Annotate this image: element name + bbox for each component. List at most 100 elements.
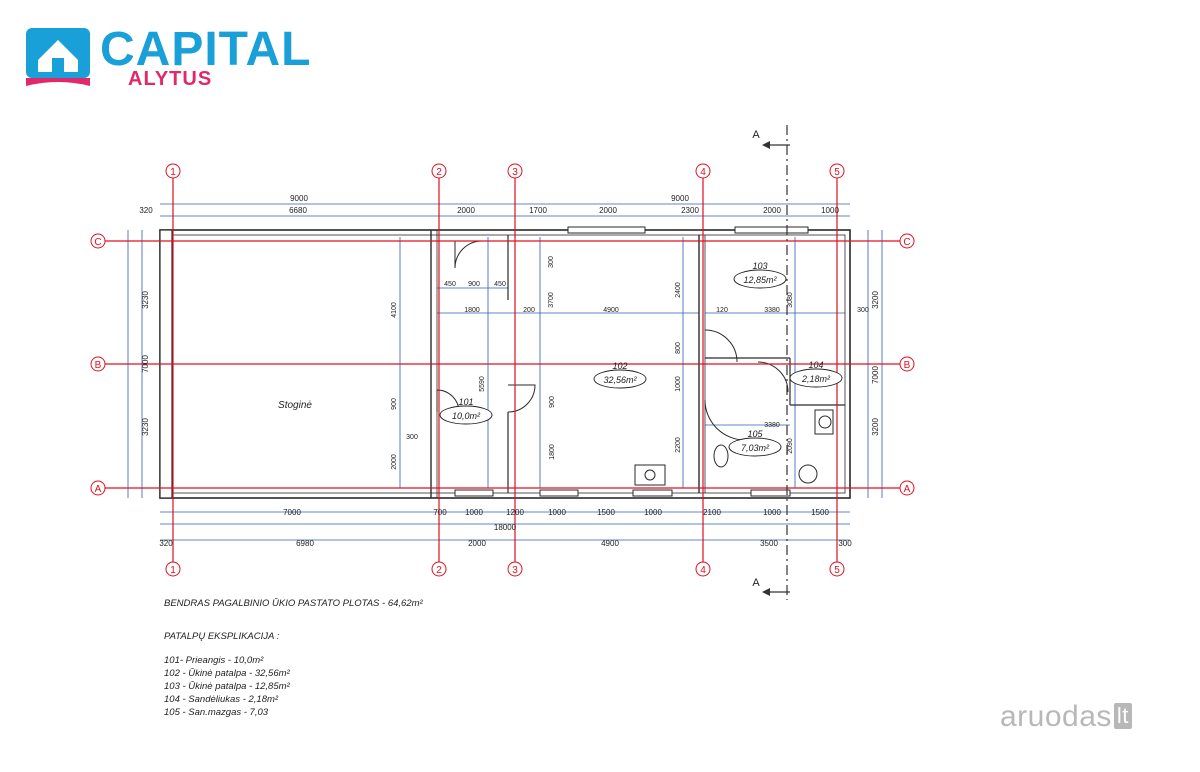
dim-text: 1700	[529, 206, 547, 215]
dim-text-inner: 3380	[764, 307, 780, 314]
dim-text: 7000	[871, 366, 880, 384]
dim-text-inner: 2400	[675, 282, 682, 298]
dim-text: 320	[159, 539, 173, 548]
brand-logo[interactable]: CAPITAL ALYTUS	[24, 22, 314, 94]
axis-marker	[507, 561, 523, 577]
dim-text-inner: 5590	[479, 376, 486, 392]
schedule-item: 103 - Ūkinė patalpa - 12,85m²	[164, 681, 290, 692]
dim-text-inner: 900	[549, 396, 556, 408]
dim-text: 2300	[681, 206, 699, 215]
dim-text: 700	[433, 508, 447, 517]
axis-label: C	[94, 237, 101, 248]
dim-text: 1000	[821, 206, 839, 215]
dim-text: 1000	[644, 508, 662, 517]
shower-icon	[798, 464, 818, 484]
dim-text-inner: 450	[494, 281, 506, 288]
dim-text-inner: 3080	[787, 292, 794, 308]
axis-label: 4	[700, 167, 706, 178]
house-logo-icon	[26, 28, 90, 86]
dim-text-inner: 3700	[548, 292, 555, 308]
dim-text: 300	[838, 539, 852, 548]
dim-text: 1000	[465, 508, 483, 517]
dim-text-inner: 800	[675, 342, 682, 354]
dim-text-inner: 2200	[675, 437, 682, 453]
washbasin-icon	[814, 409, 834, 435]
dim-text-inner: 1800	[464, 307, 480, 314]
axis-marker	[899, 480, 915, 496]
dim-text-inner: 450	[444, 281, 456, 288]
brand-city: ALYTUS	[128, 68, 213, 90]
sink-bowl	[644, 469, 656, 481]
door-101-swing	[454, 240, 483, 269]
section-label: A	[752, 129, 760, 141]
dim-text-inner: 4100	[391, 302, 398, 318]
dim-text-inner: 2090	[787, 438, 794, 454]
dim-text: 1500	[597, 508, 615, 517]
axis-marker	[899, 233, 915, 249]
sink-icon	[634, 464, 666, 486]
dim-text: 2000	[457, 206, 475, 215]
room-schedule: BENDRAS PAGALBINIO ŪKIO PASTATO PLOTAS -…	[164, 598, 423, 719]
window	[567, 226, 646, 234]
toilet-icon	[713, 444, 729, 468]
axis-label: 3	[512, 167, 518, 178]
axis-label: 5	[834, 565, 840, 576]
window	[750, 489, 791, 497]
dim-text-inner: 200	[523, 307, 535, 314]
axis-marker	[829, 561, 845, 577]
brand-name: CAPITAL	[100, 23, 312, 76]
door-104-swing	[757, 361, 789, 393]
axis-marker	[899, 356, 915, 372]
schedule-heading: PATALPŲ EKSPLIKACIJA :	[164, 631, 280, 642]
axis-marker	[829, 163, 845, 179]
room-area: 12,85m²	[743, 275, 777, 285]
dim-text: 3230	[141, 291, 150, 309]
axis-label: A	[904, 484, 911, 495]
room-tag-104	[789, 368, 843, 388]
door-105-swing	[704, 399, 746, 441]
axis-marker	[695, 163, 711, 179]
axis-marker	[507, 163, 523, 179]
dim-text: 6680	[289, 206, 307, 215]
dim-text-inner: 3380	[764, 422, 780, 429]
dim-text: 1500	[811, 508, 829, 517]
axis-label: 3	[512, 565, 518, 576]
section-arrow-head	[762, 141, 770, 149]
section-label: A	[752, 577, 760, 589]
door-103-swing	[704, 329, 738, 363]
canopy-label: Stoginė	[278, 400, 312, 411]
dim-text: 2100	[703, 508, 721, 517]
room-tag-105	[728, 437, 782, 457]
axis-label: B	[904, 360, 911, 371]
schedule-item: 105 - San.mazgas - 7,03	[164, 707, 269, 718]
dim-text-inner: 120	[716, 307, 728, 314]
dim-text-inner: 300	[857, 307, 869, 314]
axis-label: A	[95, 484, 102, 495]
dim-text-inner: 4900	[603, 307, 619, 314]
room-number: 104	[808, 360, 823, 370]
axis-label: C	[903, 237, 910, 248]
room-number: 102	[612, 361, 627, 371]
dim-text: 6980	[296, 539, 314, 548]
dim-text: 3200	[871, 291, 880, 309]
dim-text: 1000	[548, 508, 566, 517]
dim-text-inner: 900	[391, 398, 398, 410]
axis-marker	[90, 233, 106, 249]
dim-text: 2000	[599, 206, 617, 215]
washbasin-bowl	[818, 415, 832, 429]
axis-label: 1	[170, 565, 176, 576]
dim-text-inner: 300	[406, 434, 418, 441]
axis-marker	[695, 561, 711, 577]
room-area: 10,0m²	[452, 411, 481, 421]
room-tag-103	[733, 269, 787, 289]
dim-text-inner: 300	[548, 256, 555, 268]
dim-text: 2000	[468, 539, 486, 548]
window	[632, 489, 673, 497]
window	[454, 489, 494, 497]
watermark-text: aruodas	[1000, 700, 1112, 733]
dim-text: 4900	[601, 539, 619, 548]
dim-text: 3200	[871, 418, 880, 436]
dim-text-inner: 1000	[675, 376, 682, 392]
